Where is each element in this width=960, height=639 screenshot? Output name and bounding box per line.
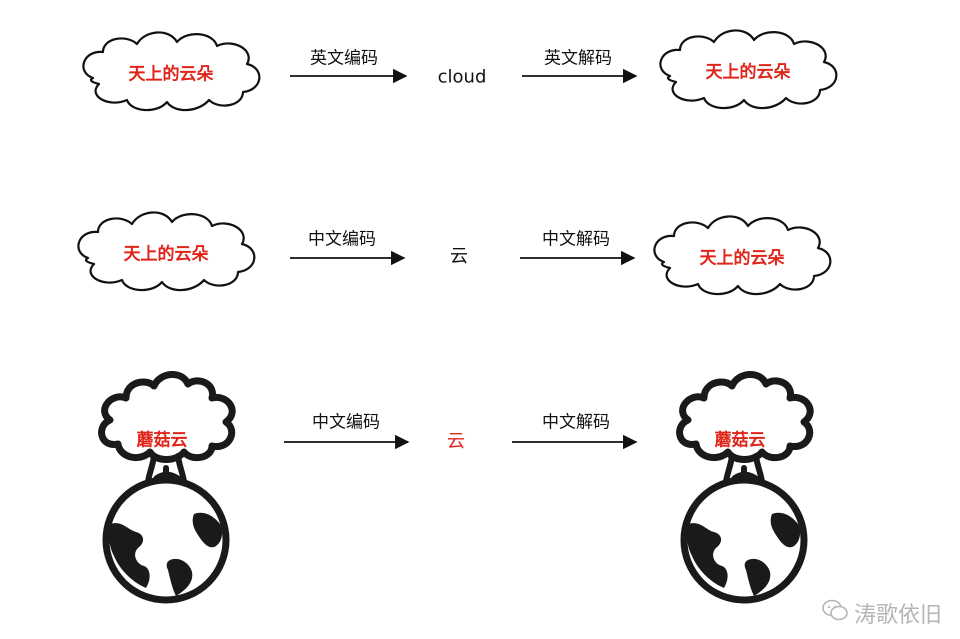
row2-decode-label: 中文解码 xyxy=(542,229,610,250)
row2-code-value: 云 xyxy=(450,246,468,267)
row3-code-value: 云 xyxy=(447,431,465,452)
row1-target-label: 天上的云朵 xyxy=(705,62,791,83)
row2-source-label: 天上的云朵 xyxy=(123,244,209,265)
row1-decode-label: 英文解码 xyxy=(544,48,612,69)
row2-target-label: 天上的云朵 xyxy=(699,248,785,269)
mushroom-cloud-icon-right xyxy=(680,374,811,600)
row3-decode-label: 中文解码 xyxy=(542,412,610,433)
watermark: 涛歌依旧 xyxy=(822,597,942,629)
row1-code-value: cloud xyxy=(437,66,487,88)
watermark-text: 涛歌依旧 xyxy=(853,603,942,628)
row1-encode-label: 英文编码 xyxy=(310,48,378,69)
row3-target-label: 蘑菇云 xyxy=(714,430,766,451)
row3-encode-label: 中文编码 xyxy=(312,412,380,433)
wechat-icon xyxy=(822,599,848,627)
row1-source-label: 天上的云朵 xyxy=(128,64,214,85)
row3-source-label: 蘑菇云 xyxy=(136,430,188,451)
mushroom-cloud-icon-left xyxy=(102,374,233,600)
row2-encode-label: 中文编码 xyxy=(308,229,376,250)
